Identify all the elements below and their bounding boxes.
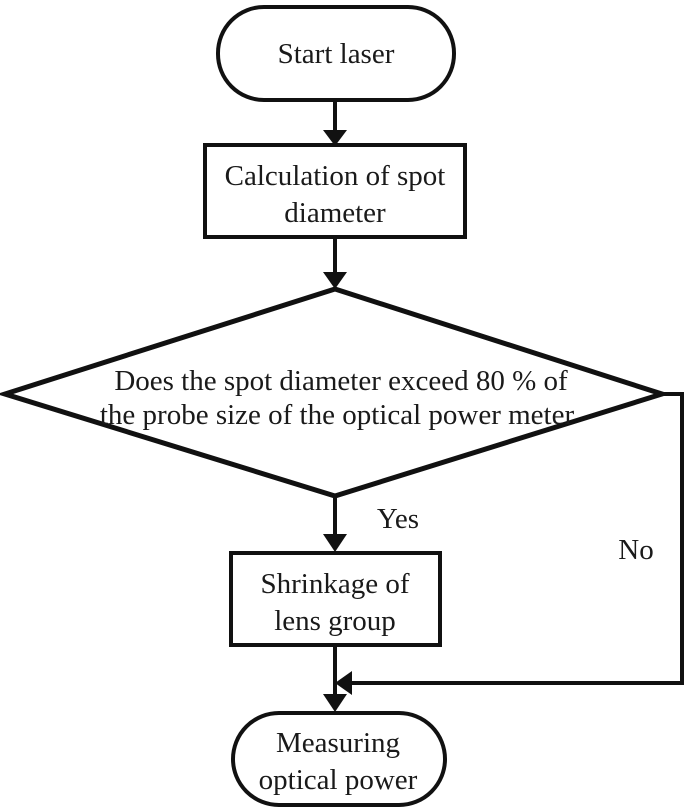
- connector-decision-yes-to-shrinkage: [323, 498, 347, 552]
- node-measuring-optical-power[interactable]: Measuring optical power: [231, 711, 447, 807]
- branch-label-yes: Yes: [377, 503, 419, 535]
- process-shape: [203, 143, 467, 239]
- node-calculation-label-line2: diameter: [284, 197, 386, 229]
- node-shrinkage-label-line2: lens group: [274, 605, 396, 637]
- node-decision-label-line2: the probe size of the optical power mete…: [100, 399, 575, 431]
- terminator-shape: [231, 711, 447, 807]
- connector-start-to-calculation: [323, 100, 347, 146]
- arrow-head-down-icon: [323, 694, 347, 712]
- arrow-head-down-icon: [323, 130, 347, 146]
- terminator-shape: [216, 5, 456, 102]
- decision-shape: [0, 286, 671, 499]
- node-decision-label-line1: Does the spot diameter exceed 80 % of: [114, 365, 568, 397]
- node-calculation-label-line1: Calculation of spot: [225, 160, 446, 192]
- node-start-laser-label: Start laser: [278, 38, 395, 70]
- node-start-laser[interactable]: Start laser: [216, 5, 456, 102]
- node-shrinkage-of-lens-group[interactable]: Shrinkage of lens group: [229, 551, 442, 647]
- connector-polyline: [350, 392, 684, 685]
- connector-decision-no-loop: [335, 392, 684, 695]
- connector-calculation-to-decision: [323, 239, 347, 289]
- arrow-head-left-icon: [335, 671, 352, 695]
- connector-shrinkage-to-measuring: [323, 645, 347, 712]
- arrow-head-down-icon: [323, 272, 347, 289]
- node-decision-spot-diameter-check[interactable]: Does the spot diameter exceed 80 % of th…: [0, 286, 671, 499]
- node-measuring-label-line1: Measuring: [276, 727, 400, 759]
- node-measuring-label-line2: optical power: [259, 764, 418, 796]
- node-shrinkage-label-line1: Shrinkage of: [261, 568, 410, 600]
- process-shape: [229, 551, 442, 647]
- node-calculation-of-spot-diameter[interactable]: Calculation of spot diameter: [203, 143, 467, 239]
- arrow-head-down-icon: [323, 534, 347, 552]
- branch-label-no: No: [618, 534, 653, 566]
